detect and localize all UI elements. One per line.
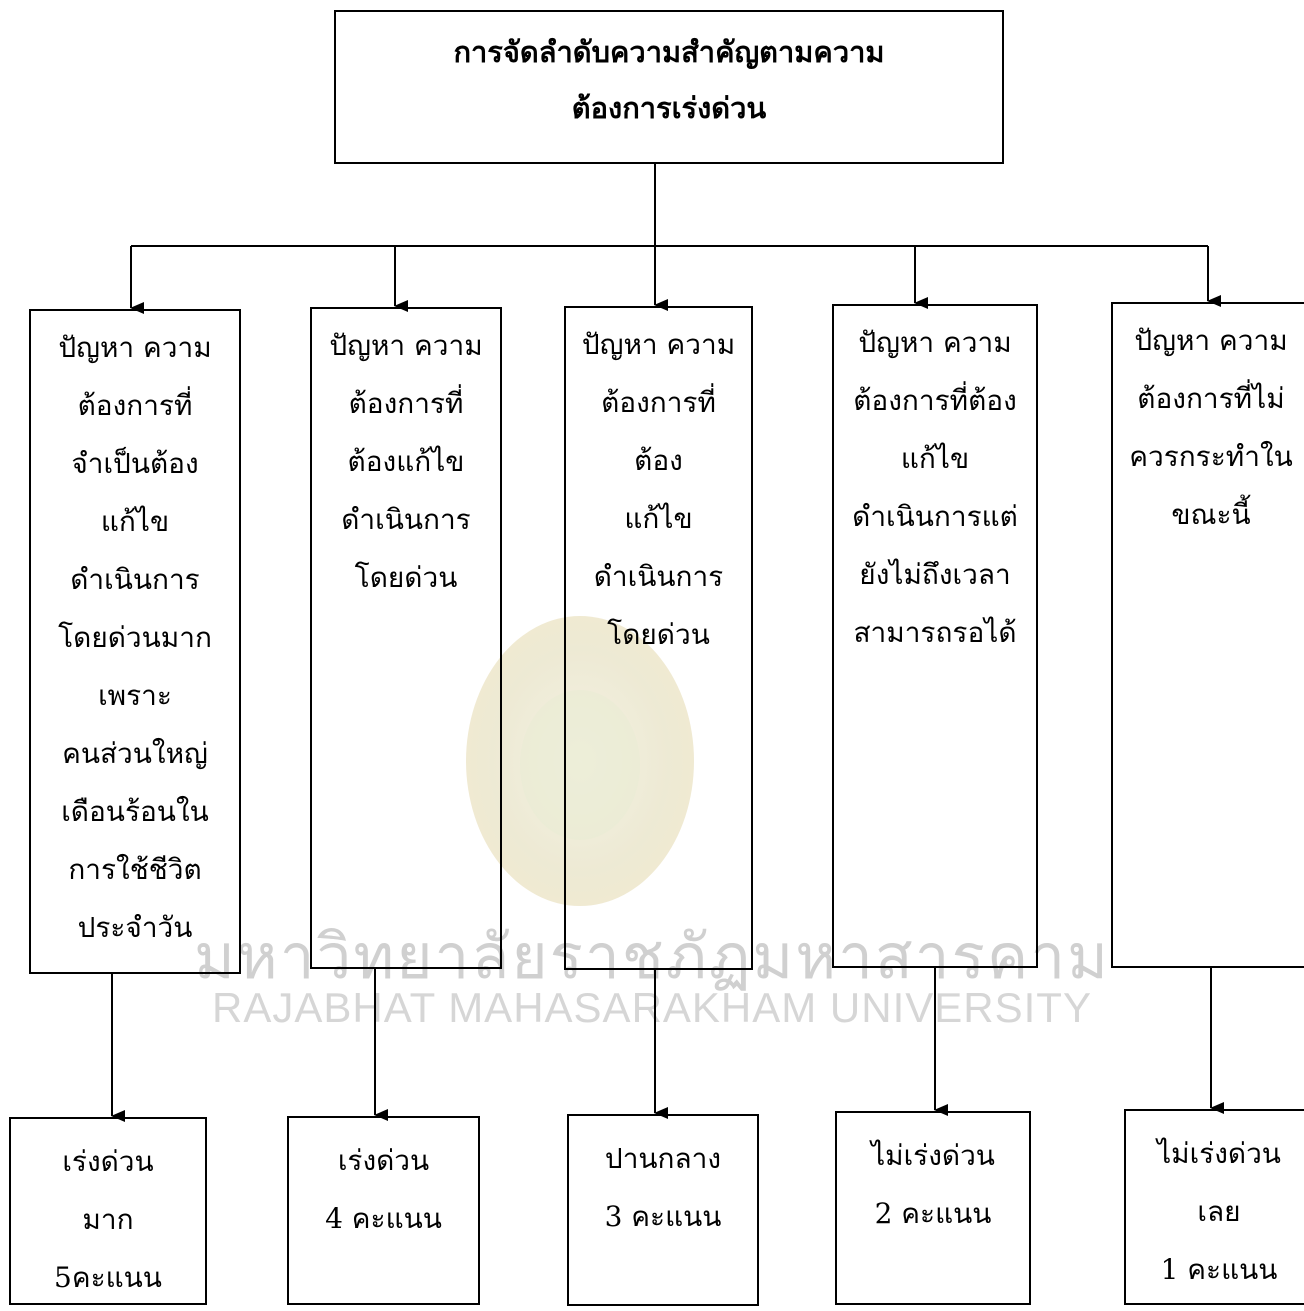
category-4-line: แก้ไข [900,442,970,475]
category-2-line: โดยด่วน [354,561,458,594]
category-1-line: ดำเนินการ [70,563,200,596]
category-4-line: ต้องการที่ต้อง [853,384,1017,417]
category-5-line: ขณะนี้ [1171,498,1251,531]
title-line-1: การจัดลำดับความสำคัญตามความ [453,35,885,69]
title-box: การจัดลำดับความสำคัญตามความ ต้องการเร่งด… [334,10,1004,164]
score-4-line: ไม่เร่งด่วน [871,1139,995,1172]
category-1-line: ต้องการที่ [77,389,193,422]
emblem-center-watermark [520,690,640,840]
category-1-line: คนส่วนใหญ่ [62,737,208,770]
score-5-line: ไม่เร่งด่วน [1157,1137,1281,1170]
score-4-line: 2 คะแนน [874,1197,992,1230]
category-box-5: ปัญหา ความ ต้องการที่ไม่ ควรกระทำใน ขณะน… [1111,302,1304,968]
category-5-line: ต้องการที่ไม่ [1137,382,1285,415]
category-4-line: ดำเนินการแต่ [852,500,1018,533]
category-3-line: โดยด่วน [607,618,710,651]
title-line-2: ต้องการเร่งด่วน [571,91,767,125]
score-3-line: ปานกลาง [604,1142,722,1175]
category-1-line: แก้ไข [100,505,170,538]
score-box-1: เร่งด่วน มาก 5คะแนน [9,1117,207,1305]
category-5-line: ควรกระทำใน [1129,440,1293,473]
category-1-line: เพราะ [98,679,172,712]
category-1-line: เดือนร้อนใน [61,795,209,828]
category-1-line: จำเป็นต้อง [71,447,199,480]
score-box-3: ปานกลาง 3 คะแนน [567,1114,759,1306]
category-box-3: ปัญหา ความ ต้องการที่ ต้อง แก้ไข ดำเนินก… [564,306,753,970]
watermark-thai: มหาวิทยาลัยราชภัฏมหาสารคาม [193,923,1111,992]
category-box-4: ปัญหา ความ ต้องการที่ต้อง แก้ไข ดำเนินกา… [832,304,1038,968]
category-1-line: ปัญหา ความ [58,331,212,364]
category-2-line: ต้องแก้ไข [347,445,465,478]
category-2-line: ดำเนินการ [341,503,471,536]
category-5-line: ปัญหา ความ [1134,324,1288,357]
category-box-2: ปัญหา ความ ต้องการที่ ต้องแก้ไข ดำเนินกา… [310,307,502,969]
category-4-line: ปัญหา ความ [858,326,1012,359]
score-2-line: 4 คะแนน [325,1202,442,1235]
category-1-line: ประจำวัน [77,911,193,944]
category-3-line: ปัญหา ความ [581,328,736,361]
score-1-line: มาก [82,1203,134,1236]
category-2-line: ปัญหา ความ [329,329,483,362]
score-box-2: เร่งด่วน 4 คะแนน [287,1116,480,1305]
category-4-line: ยังไม่ถึงเวลา [859,558,1011,591]
category-3-line: ต้องการที่ [601,386,716,419]
category-3-line: ดำเนินการ [593,560,724,593]
category-1-line: โดยด่วนมาก [58,621,212,654]
category-1-line: การใช้ชีวิต [68,853,202,886]
score-3-line: 3 คะแนน [604,1200,722,1233]
score-box-5: ไม่เร่งด่วน เลย 1 คะแนน [1124,1109,1304,1305]
watermark-english: RAJABHAT MAHASARAKHAM UNIVERSITY [212,984,1092,1031]
category-4-line: สามารถรอได้ [853,616,1017,649]
score-1-line: 5คะแนน [54,1261,162,1294]
score-1-line: เร่งด่วน [62,1145,154,1178]
category-box-1: ปัญหา ความ ต้องการที่ จำเป็นต้อง แก้ไข ด… [29,309,241,974]
score-2-line: เร่งด่วน [337,1144,430,1177]
category-2-line: ต้องการที่ [348,387,464,420]
score-box-4: ไม่เร่งด่วน 2 คะแนน [835,1111,1031,1305]
category-3-line: แก้ไข [624,502,693,535]
score-5-line: 1 คะแนน [1160,1253,1278,1286]
category-3-line: ต้อง [634,444,683,477]
score-5-line: เลย [1197,1195,1241,1228]
